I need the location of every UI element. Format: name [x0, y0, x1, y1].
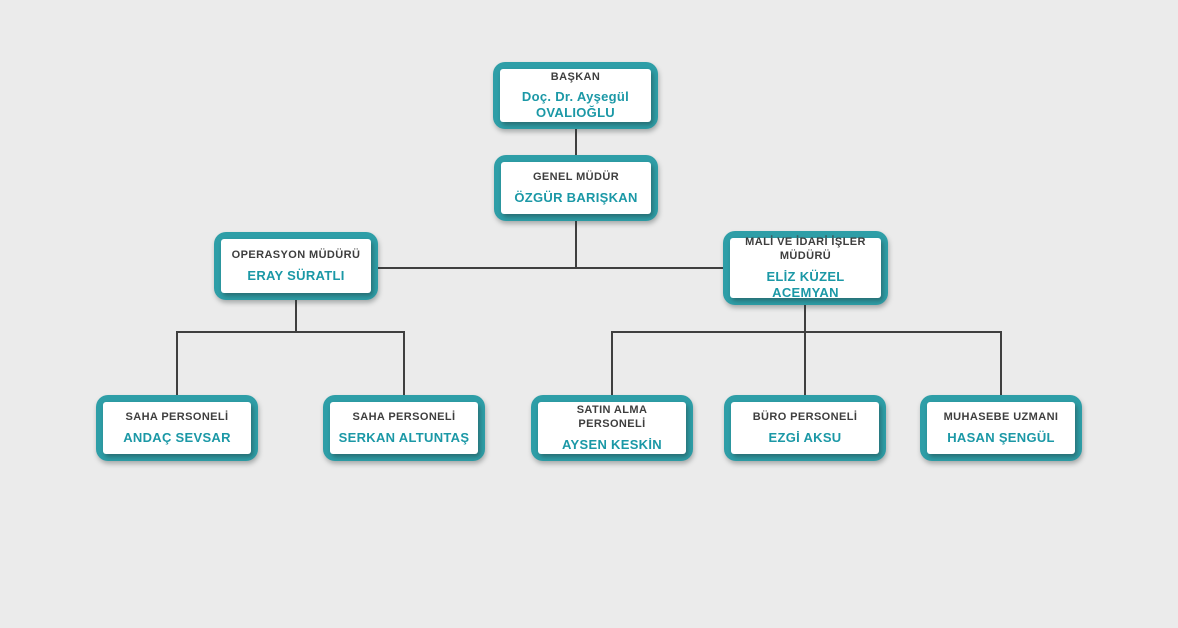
org-node-operasyon-muduru: OPERASYON MÜDÜRÜ ERAY SÜRATLI	[214, 232, 378, 300]
org-node-mali-idari-mudur: MALİ VE İDARİ İŞLER MÜDÜRÜ ELİZ KÜZEL AC…	[723, 231, 888, 305]
org-node-saha-2: SAHA PERSONELİ SERKAN ALTUNTAŞ	[323, 395, 485, 461]
node-title: BAŞKAN	[550, 70, 601, 83]
org-node-baskan: BAŞKAN Doç. Dr. Ayşegül OVALIOĞLU	[493, 62, 658, 129]
org-node-buro-card: BÜRO PERSONELİ EZGİ AKSU	[731, 402, 879, 454]
node-name: ELİZ KÜZEL ACEMYAN	[766, 268, 845, 300]
node-name: ÖZGÜR BARIŞKAN	[514, 189, 638, 205]
node-name: AYSEN KESKİN	[562, 436, 662, 452]
node-title: SAHA PERSONELİ	[352, 411, 456, 424]
node-title: OPERASYON MÜDÜRÜ	[231, 249, 361, 262]
org-node-saha-2-card: SAHA PERSONELİ SERKAN ALTUNTAŞ	[330, 402, 478, 454]
org-node-muhasebe: MUHASEBE UZMANI HASAN ŞENGÜL	[920, 395, 1082, 461]
node-name: EZGİ AKSU	[768, 429, 842, 445]
org-node-mali-idari-mudur-card: MALİ VE İDARİ İŞLER MÜDÜRÜ ELİZ KÜZEL AC…	[730, 235, 881, 300]
node-title: SAHA PERSONELİ	[125, 411, 229, 424]
node-name: Doç. Dr. Ayşegül OVALIOĞLU	[521, 88, 630, 121]
org-node-buro: BÜRO PERSONELİ EZGİ AKSU	[724, 395, 886, 461]
org-node-muhasebe-card: MUHASEBE UZMANI HASAN ŞENGÜL	[927, 402, 1075, 454]
node-name: ANDAÇ SEVSAR	[123, 429, 231, 445]
node-name: ERAY SÜRATLI	[247, 267, 345, 283]
org-node-satin-alma-card: SATIN ALMA PERSONELİ AYSEN KESKİN	[538, 402, 686, 454]
node-title: MUHASEBE UZMANI	[943, 411, 1059, 424]
org-node-baskan-card: BAŞKAN Doç. Dr. Ayşegül OVALIOĞLU	[500, 69, 651, 122]
org-node-genel-mudur-card: GENEL MÜDÜR ÖZGÜR BARIŞKAN	[501, 162, 651, 214]
node-name: SERKAN ALTUNTAŞ	[338, 429, 470, 445]
node-name: HASAN ŞENGÜL	[947, 429, 1055, 445]
org-node-saha-1: SAHA PERSONELİ ANDAÇ SEVSAR	[96, 395, 258, 461]
org-node-operasyon-muduru-card: OPERASYON MÜDÜRÜ ERAY SÜRATLI	[221, 239, 371, 293]
org-node-satin-alma: SATIN ALMA PERSONELİ AYSEN KESKİN	[531, 395, 693, 461]
org-node-saha-1-card: SAHA PERSONELİ ANDAÇ SEVSAR	[103, 402, 251, 454]
org-node-genel-mudur: GENEL MÜDÜR ÖZGÜR BARIŞKAN	[494, 155, 658, 221]
node-title: BÜRO PERSONELİ	[752, 411, 858, 424]
node-title: MALİ VE İDARİ İŞLER MÜDÜRÜ	[745, 235, 866, 263]
node-title: SATIN ALMA PERSONELİ	[576, 404, 648, 431]
node-title: GENEL MÜDÜR	[532, 171, 620, 184]
